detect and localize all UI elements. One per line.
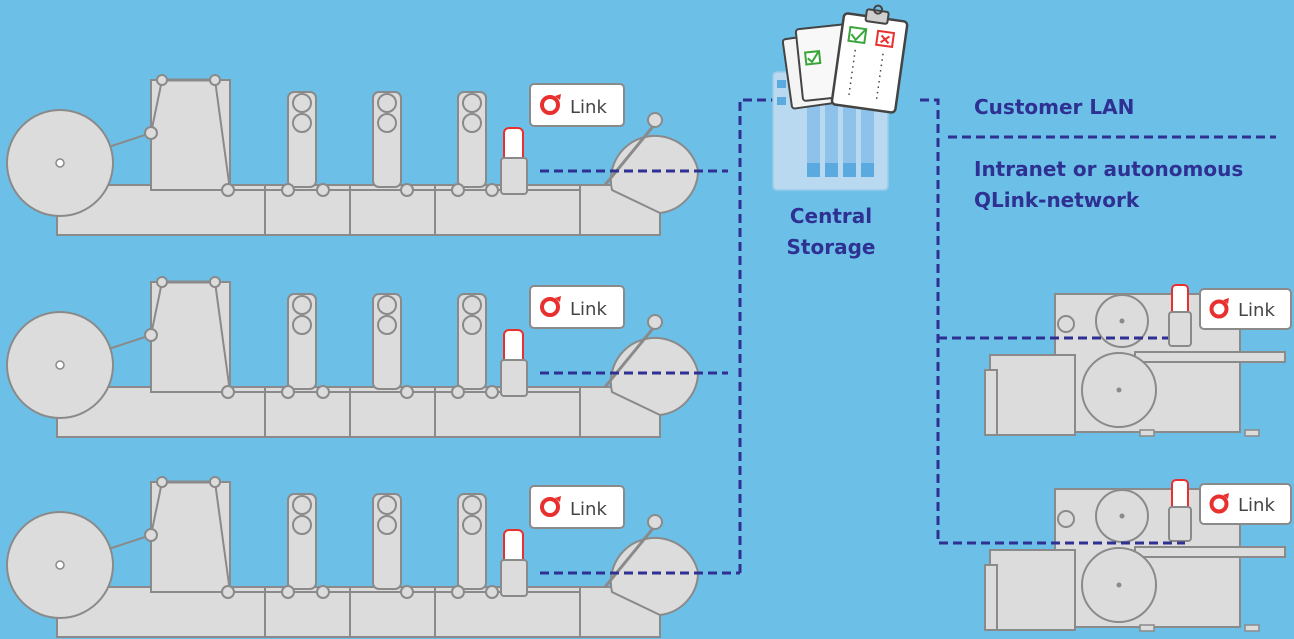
network-lines [540,98,1276,575]
central-storage-label-line1: Central [790,204,872,228]
finishing-machine-2: Link [983,478,1293,633]
printing-press-3: Link [5,475,701,639]
qlink-badge-label: Link [570,299,607,320]
qlink-badge-label: Link [570,97,607,118]
qlink-badge-label: Link [1238,300,1275,321]
printing-press-1: Link [5,73,701,237]
press-trunk-line [738,98,775,573]
clipboard-checklist-icon [781,4,909,114]
customer-lan-label: Customer LAN [974,95,1134,119]
intranet-label-line2: QLink-network [974,188,1140,212]
printing-press-2: Link [5,275,701,439]
finishing-machine-1: Link [983,283,1293,438]
qlink-badge-label: Link [570,499,607,520]
central-storage-label-line2: Storage [787,235,876,259]
qlink-badge-label: Link [1238,495,1275,516]
intranet-label-line1: Intranet or autonomous [974,157,1243,181]
finisher-trunk-line [920,98,1185,545]
